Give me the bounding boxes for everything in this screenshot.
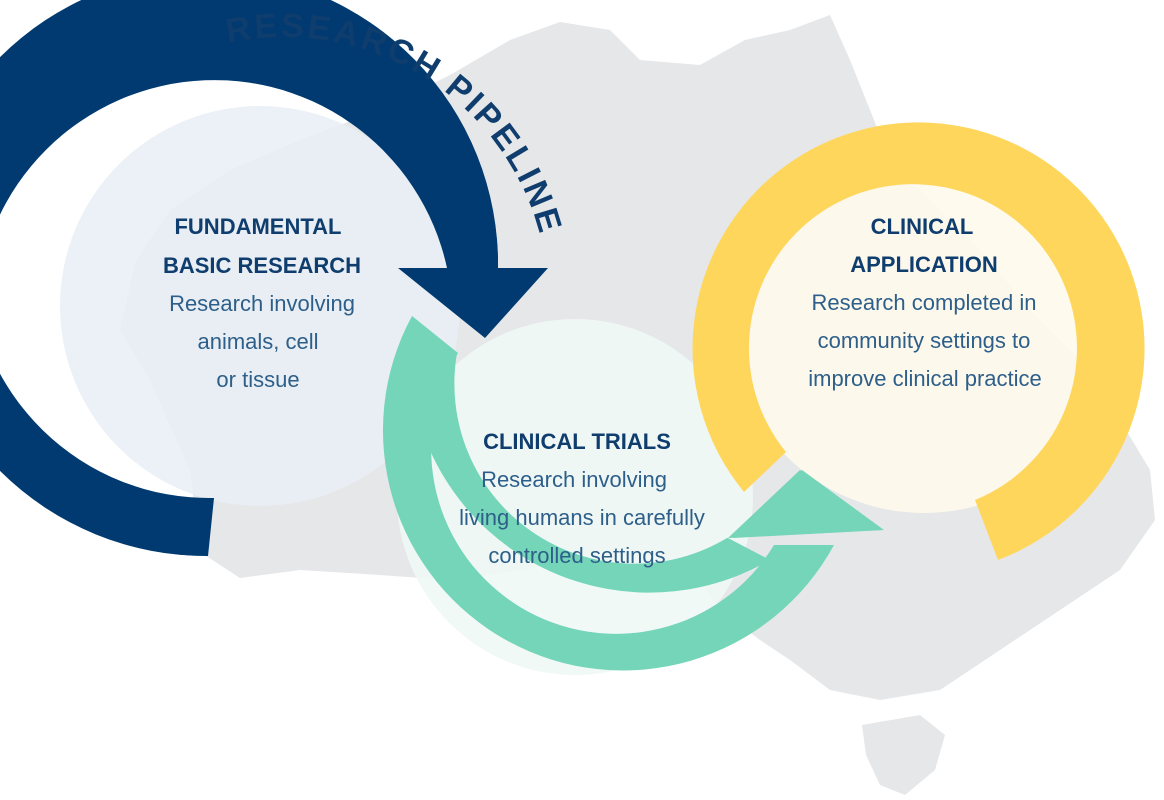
fundamental-arrow-body: [0, 0, 499, 557]
fundamental-body-line1: Research involving: [169, 291, 355, 316]
trials-arrow-body: [382, 316, 834, 671]
application-body-line2: community settings to: [818, 328, 1031, 353]
application-body-line1: Research completed in: [811, 290, 1036, 315]
application-body-line3: improve clinical practice: [808, 366, 1042, 391]
application-title-line1: CLINICAL: [871, 214, 974, 239]
trials-arrowhead: [733, 470, 884, 538]
trials-body-line3: controlled settings: [488, 543, 665, 568]
fundamental-inner-fill: [60, 106, 460, 506]
tasmania-silhouette: [862, 715, 945, 795]
fundamental-title-line2: BASIC RESEARCH: [163, 253, 361, 278]
application-title-line2: APPLICATION: [850, 252, 997, 277]
application-ring: [692, 122, 1145, 560]
trials-body-line2: living humans in carefully: [459, 505, 705, 530]
fundamental-body-line2: animals, cell: [197, 329, 318, 354]
fundamental-arrow: [0, 0, 548, 556]
fundamental-title-line1: FUNDAMENTAL: [174, 214, 341, 239]
trials-body-line1: Research involving: [481, 467, 667, 492]
trials-title: CLINICAL TRIALS: [483, 429, 671, 454]
fundamental-body-line3: or tissue: [216, 367, 299, 392]
